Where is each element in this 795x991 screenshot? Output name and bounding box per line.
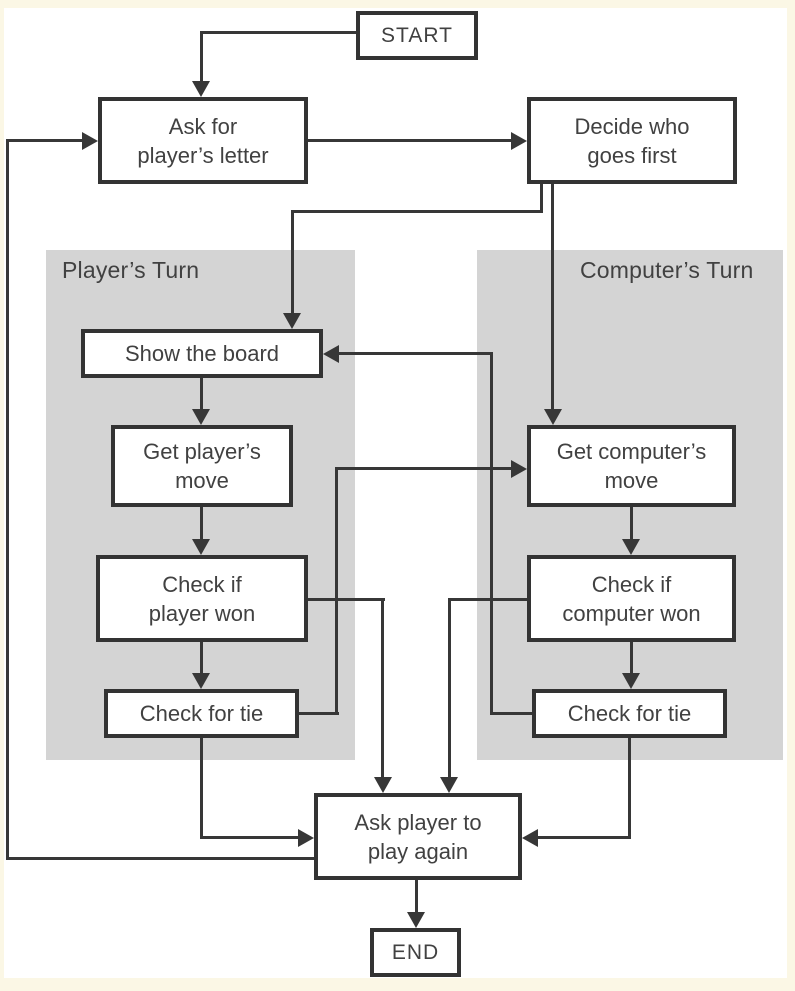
decide-who-goes-first-node: Decide who goes first	[527, 97, 737, 184]
edge-start-ask-letter-v	[200, 31, 203, 83]
edge-decide-show-h	[291, 210, 543, 213]
show-the-board-node-label: Show the board	[124, 341, 280, 366]
edge-tiecomputer-show-v	[490, 352, 493, 715]
edge-tieplayer-playagain-arrowhead	[298, 829, 314, 847]
edge-computerwon-tie-arrowhead	[622, 673, 640, 689]
edge-tiecomputer-playagain-v	[628, 738, 631, 839]
edge-decide-computer-arrowhead	[544, 409, 562, 425]
edge-start-ask-letter-arrowhead	[192, 81, 210, 97]
edge-tieplayer-playagain-v	[200, 738, 203, 839]
edge-checkwon-tie-arrowhead	[192, 673, 210, 689]
edge-decide-computer-v	[551, 184, 554, 410]
edge-getmove-checkwon-arrowhead	[192, 539, 210, 555]
edge-playagain-end-v	[415, 880, 418, 913]
ask-for-letter-node-label: Ask for player’s letter	[137, 113, 269, 168]
edge-tieplayer-getcomputer-arrowhead	[511, 460, 527, 478]
edge-tieplayer-getcomputer-v	[335, 467, 338, 715]
check-if-computer-won-node: Check if computer won	[527, 555, 736, 642]
edge-playagain-ask-h-bottom	[6, 857, 314, 860]
get-player-move-node: Get player’s move	[111, 425, 293, 507]
edge-tiecomputer-show-h2	[339, 352, 493, 355]
edge-computerwon-tie-v	[630, 642, 633, 675]
edge-start-ask-letter-h	[200, 31, 356, 34]
edge-tieplayer-playagain-h	[200, 836, 298, 839]
edge-getcomputer-checkwon-arrowhead	[622, 539, 640, 555]
check-if-computer-won-node-label: Check if computer won	[562, 571, 701, 626]
check-for-tie-computer-node: Check for tie	[532, 689, 727, 738]
edge-checkwon-tie-v	[200, 642, 203, 675]
check-for-tie-player-node: Check for tie	[104, 689, 299, 738]
edge-tiecomputer-playagain-h	[538, 836, 631, 839]
edge-decide-show-v1	[540, 184, 543, 213]
get-player-move-node-label: Get player’s move	[143, 439, 261, 493]
end-node: END	[370, 928, 461, 977]
edge-playerwon-playagain-v	[381, 598, 384, 778]
edge-playagain-ask-h-top	[6, 139, 82, 142]
edge-tieplayer-getcomputer-h1	[299, 712, 339, 715]
edge-tiecomputer-show-arrowhead	[323, 345, 339, 363]
edge-decide-show-arrowhead	[283, 313, 301, 329]
edge-playerwon-playagain-arrowhead	[374, 777, 392, 793]
edge-show-getmove-arrowhead	[192, 409, 210, 425]
ask-play-again-node: Ask player to play again	[314, 793, 522, 880]
edge-tiecomputer-playagain-arrowhead	[522, 829, 538, 847]
edge-computerwon-playagain-h	[448, 598, 527, 601]
edge-playagain-end-arrowhead	[407, 912, 425, 928]
get-computer-move-node-label: Get computer’s move	[556, 439, 707, 493]
edge-ask-decide-arrowhead	[511, 132, 527, 150]
end-node-label: END	[391, 941, 440, 964]
edge-getcomputer-checkwon-v	[630, 507, 633, 540]
decide-who-goes-first-node-label: Decide who goes first	[574, 113, 690, 168]
computer-turn-label: Computer’s Turn	[580, 257, 754, 283]
ask-for-letter-node: Ask for player’s letter	[98, 97, 308, 184]
get-computer-move-node: Get computer’s move	[527, 425, 736, 507]
edge-decide-show-v2	[291, 210, 294, 314]
player-turn-label: Player’s Turn	[62, 257, 200, 283]
edge-ask-decide-h	[308, 139, 512, 142]
edge-tiecomputer-show-h1	[490, 712, 532, 715]
flowchart-canvas: Player’s Turn Computer’s Turn	[4, 8, 787, 978]
ask-play-again-node-label: Ask player to play again	[354, 809, 482, 864]
edge-computerwon-playagain-v	[448, 598, 451, 778]
check-for-tie-computer-node-label: Check for tie	[567, 701, 692, 726]
edge-getmove-checkwon-v	[200, 507, 203, 540]
edge-playagain-ask-arrowhead	[82, 132, 98, 150]
edge-computerwon-playagain-arrowhead	[440, 777, 458, 793]
edge-tieplayer-getcomputer-h2	[335, 467, 511, 470]
start-node: START	[356, 11, 478, 60]
check-if-player-won-node-label: Check if player won	[148, 571, 256, 626]
edge-playerwon-playagain-h	[308, 598, 385, 601]
show-the-board-node: Show the board	[81, 329, 323, 378]
edge-playagain-ask-v	[6, 139, 9, 860]
edge-show-getmove-v	[200, 378, 203, 411]
start-node-label: START	[381, 24, 453, 47]
check-if-player-won-node: Check if player won	[96, 555, 308, 642]
check-for-tie-player-node-label: Check for tie	[139, 701, 264, 726]
